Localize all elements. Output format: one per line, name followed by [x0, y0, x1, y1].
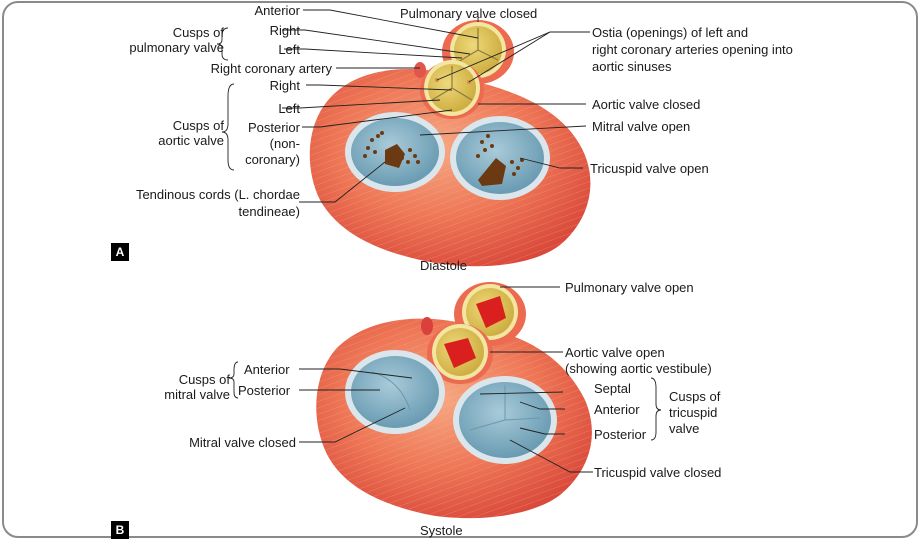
- label-mitral-cusp-posterior: Posterior: [238, 383, 291, 398]
- panel-a-heart: [309, 20, 591, 267]
- label-tendinous-cords-1: Tendinous cords (L. chordae: [135, 187, 300, 202]
- label-ostia-1: Ostia (openings) of left and: [592, 25, 749, 40]
- label-aortic-cusp-left: Left: [278, 101, 300, 116]
- braces-a: [216, 27, 235, 171]
- label-cusps-of-mitral-2: mitral valve: [164, 387, 230, 402]
- label-mitral-valve-closed: Mitral valve closed: [189, 435, 296, 450]
- label-aortic-cusp-posterior-2: (non-: [269, 136, 300, 151]
- panel-b-caption: Systole: [420, 523, 463, 538]
- label-cusps-of-tricuspid-2: tricuspid: [669, 405, 718, 420]
- label-aortic-valve-closed: Aortic valve closed: [592, 97, 701, 112]
- label-ostia-3: aortic sinuses: [592, 59, 672, 74]
- tendinous-cords-a: [363, 131, 420, 168]
- label-pulmonary-valve-open: Pulmonary valve open: [565, 280, 694, 295]
- leader-lines-b: [299, 286, 593, 473]
- label-aortic-cusp-right: Right: [269, 78, 300, 93]
- label-cusps-of-aortic-2: aortic valve: [158, 133, 224, 148]
- label-aortic-valve-open-2: (showing aortic vestibule): [565, 361, 712, 376]
- label-mitral-valve-open: Mitral valve open: [592, 119, 691, 134]
- label-ostia-2: right coronary arteries opening into: [592, 42, 793, 57]
- label-cusps-of-tricuspid-1: Cusps of: [669, 389, 721, 404]
- panel-b-badge: B: [111, 521, 129, 539]
- label-tricuspid-cusp-septal: Septal: [594, 381, 631, 396]
- label-cusps-of-pulmonary-1: Cusps of: [172, 25, 224, 40]
- panel-b-heart: [316, 282, 592, 519]
- label-aortic-cusp-posterior: Posterior: [247, 120, 300, 135]
- label-pulmonary-valve-closed: Pulmonary valve closed: [400, 6, 538, 21]
- label-cusps-of-mitral-1: Cusps of: [178, 372, 230, 387]
- label-tendinous-cords-2: tendineae): [238, 204, 300, 219]
- label-cusps-of-aortic-1: Cusps of: [172, 118, 224, 133]
- label-pulmonary-cusp-right: Right: [269, 23, 300, 38]
- label-pulmonary-cusp-anterior: Anterior: [254, 3, 300, 18]
- right-coronary-artery-a: [414, 62, 426, 78]
- panel-a-caption: Diastole: [420, 258, 467, 273]
- label-cusps-of-tricuspid-3: valve: [669, 421, 700, 436]
- label-cusps-of-pulmonary-2: pulmonary valve: [129, 40, 224, 55]
- panel-a-badge: A: [111, 243, 129, 261]
- label-tricuspid-valve-closed: Tricuspid valve closed: [594, 465, 722, 480]
- label-aortic-valve-open-1: Aortic valve open: [565, 345, 665, 360]
- label-mitral-cusp-anterior: Anterior: [244, 362, 290, 377]
- label-pulmonary-cusp-left: Left: [278, 42, 300, 57]
- label-tricuspid-cusp-posterior: Posterior: [594, 427, 647, 442]
- label-right-coronary-artery: Right coronary artery: [210, 61, 332, 76]
- label-aortic-cusp-posterior-3: coronary): [245, 152, 300, 167]
- label-tricuspid-valve-open: Tricuspid valve open: [590, 161, 709, 176]
- braces-b: [228, 361, 662, 441]
- leader-lines-a: [282, 9, 590, 203]
- label-tricuspid-cusp-anterior: Anterior: [594, 402, 640, 417]
